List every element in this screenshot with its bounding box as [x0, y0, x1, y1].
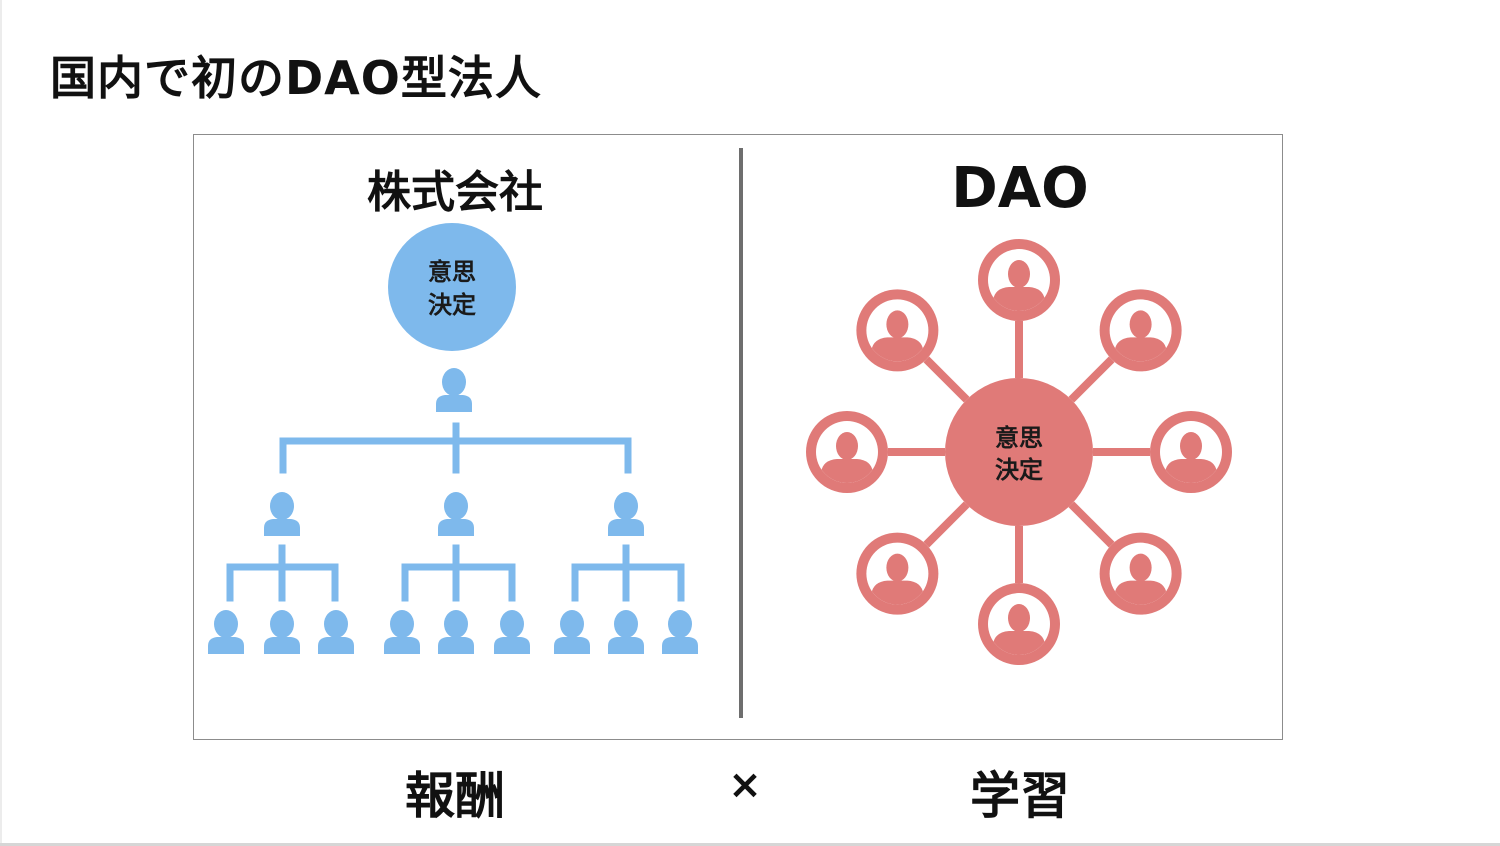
dao-decision-label-1: 意思 [995, 424, 1043, 452]
member-icon [856, 289, 938, 371]
company-decision-node [388, 223, 516, 351]
member-icon [978, 239, 1060, 321]
member-icon [1100, 533, 1182, 615]
dao-spoke [1068, 356, 1115, 403]
dao-decision-node [945, 378, 1093, 526]
hierarchy-connectors [226, 422, 685, 602]
member-icon [978, 583, 1060, 665]
company-heading: 株式会社 [367, 167, 543, 218]
slide-bottom-edge [0, 843, 1500, 846]
person-icon [436, 368, 472, 412]
person-icon [494, 610, 530, 654]
company-decision-label-2: 決定 [428, 291, 476, 319]
person-icon [438, 492, 474, 536]
dao-spokes [888, 321, 1150, 583]
reward-label: 報酬 [405, 767, 505, 825]
member-icon [856, 533, 938, 615]
panel-divider [739, 148, 743, 718]
member-icon [1100, 289, 1182, 371]
page-left-edge [0, 0, 2, 846]
slide-title: 国内で初のDAO型法人 [50, 51, 542, 105]
member-icon [806, 411, 888, 493]
dao-heading: DAO [951, 156, 1089, 221]
person-icon [662, 610, 698, 654]
person-icon [264, 610, 300, 654]
person-icon [318, 610, 354, 654]
person-icon [264, 492, 300, 536]
company-decision-label-1: 意思 [428, 258, 476, 286]
person-icon [608, 610, 644, 654]
comparison-frame [193, 134, 1283, 740]
person-icon [608, 492, 644, 536]
hierarchy-people [208, 368, 698, 654]
hierarchy-diagram: 意思 決定 [208, 223, 698, 654]
times-symbol: × [728, 762, 762, 808]
learning-label: 学習 [970, 767, 1070, 825]
person-icon [438, 610, 474, 654]
dao-decision-label-2: 決定 [995, 456, 1043, 484]
person-icon [554, 610, 590, 654]
dao-spoke [923, 356, 970, 403]
member-icon [1150, 411, 1232, 493]
person-icon [384, 610, 420, 654]
dao-network-diagram: 意思 決定 [806, 239, 1232, 665]
dao-spoke [1068, 501, 1115, 548]
person-icon [208, 610, 244, 654]
dao-spoke [923, 501, 970, 548]
